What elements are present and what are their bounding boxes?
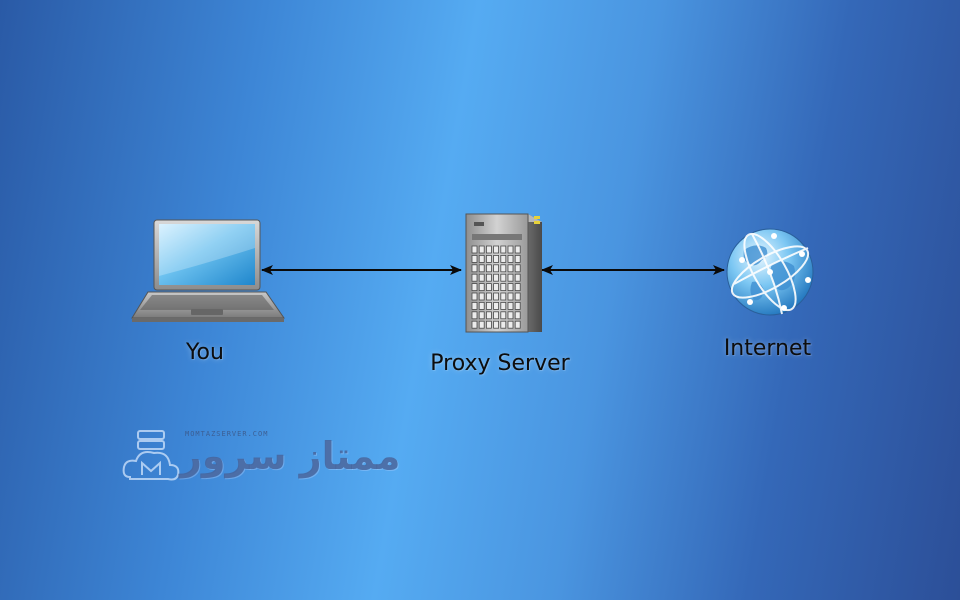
server-icon <box>465 213 542 333</box>
laptop-icon <box>131 219 285 322</box>
node-label-proxy-server: Proxy Server <box>430 351 570 376</box>
node-label-you: You <box>186 340 224 365</box>
globe-icon <box>726 228 814 316</box>
watermark-url: MOMTAZSERVER.COM <box>185 430 269 438</box>
watermark-name: ممتاز سرور <box>180 434 401 478</box>
watermark-logo-icon <box>122 430 180 481</box>
node-label-internet: Internet <box>723 336 812 361</box>
